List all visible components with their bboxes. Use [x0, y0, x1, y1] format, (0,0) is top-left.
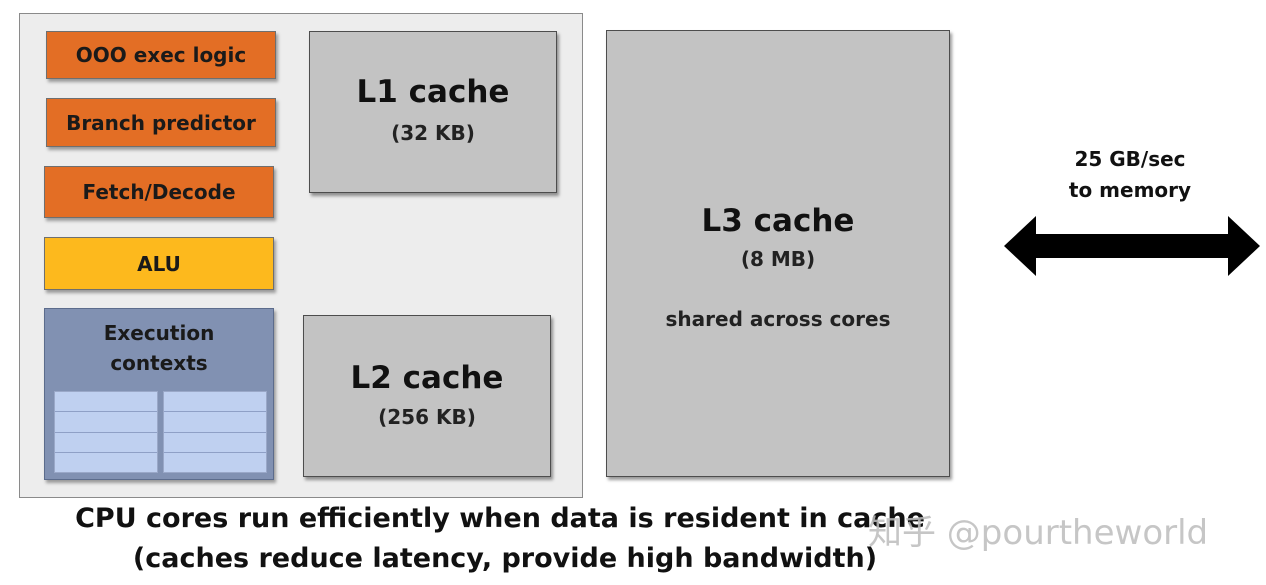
- execution-contexts-label: Execution contexts: [45, 318, 273, 378]
- ooo-exec-logic-unit: OOO exec logic: [46, 31, 276, 79]
- execution-contexts-line1: Execution: [103, 321, 215, 345]
- l3-cache-size: (8 MB): [740, 247, 816, 271]
- context-grid-left: [54, 391, 158, 473]
- alu-unit: ALU: [44, 237, 274, 290]
- fetch-decode-unit: Fetch/Decode: [44, 166, 274, 218]
- branch-predictor-label: Branch predictor: [66, 110, 256, 135]
- context-grid-right: [163, 391, 267, 473]
- execution-contexts-unit: Execution contexts: [44, 308, 274, 480]
- l3-cache-title: L3 cache: [701, 203, 855, 239]
- l2-cache-block: L2 cache (256 KB): [303, 315, 551, 477]
- l1-cache-size: (32 KB): [391, 121, 475, 145]
- alu-label: ALU: [137, 251, 181, 276]
- caption-line2: (caches reduce latency, provide high ban…: [132, 543, 878, 574]
- caption-line1: CPU cores run efficiently when data is r…: [75, 503, 925, 534]
- l1-cache-block: L1 cache (32 KB): [309, 31, 557, 193]
- l2-cache-title: L2 cache: [350, 360, 504, 396]
- memory-bandwidth-label: 25 GB/sec to memory: [1030, 144, 1230, 206]
- memory-bandwidth-value: 25 GB/sec: [1074, 147, 1186, 171]
- double-arrow-icon: [1004, 216, 1260, 276]
- execution-contexts-line2: contexts: [110, 351, 208, 375]
- l2-cache-size: (256 KB): [378, 405, 476, 429]
- ooo-exec-logic-label: OOO exec logic: [75, 43, 247, 67]
- watermark: 知乎 @pourtheworld: [868, 513, 1209, 553]
- memory-bandwidth-target: to memory: [1068, 178, 1192, 202]
- l3-cache-note: shared across cores: [665, 307, 891, 331]
- l3-cache-block: L3 cache (8 MB) shared across cores: [606, 30, 950, 477]
- fetch-decode-label: Fetch/Decode: [82, 180, 236, 204]
- l1-cache-title: L1 cache: [356, 74, 510, 110]
- branch-predictor-unit: Branch predictor: [46, 98, 276, 147]
